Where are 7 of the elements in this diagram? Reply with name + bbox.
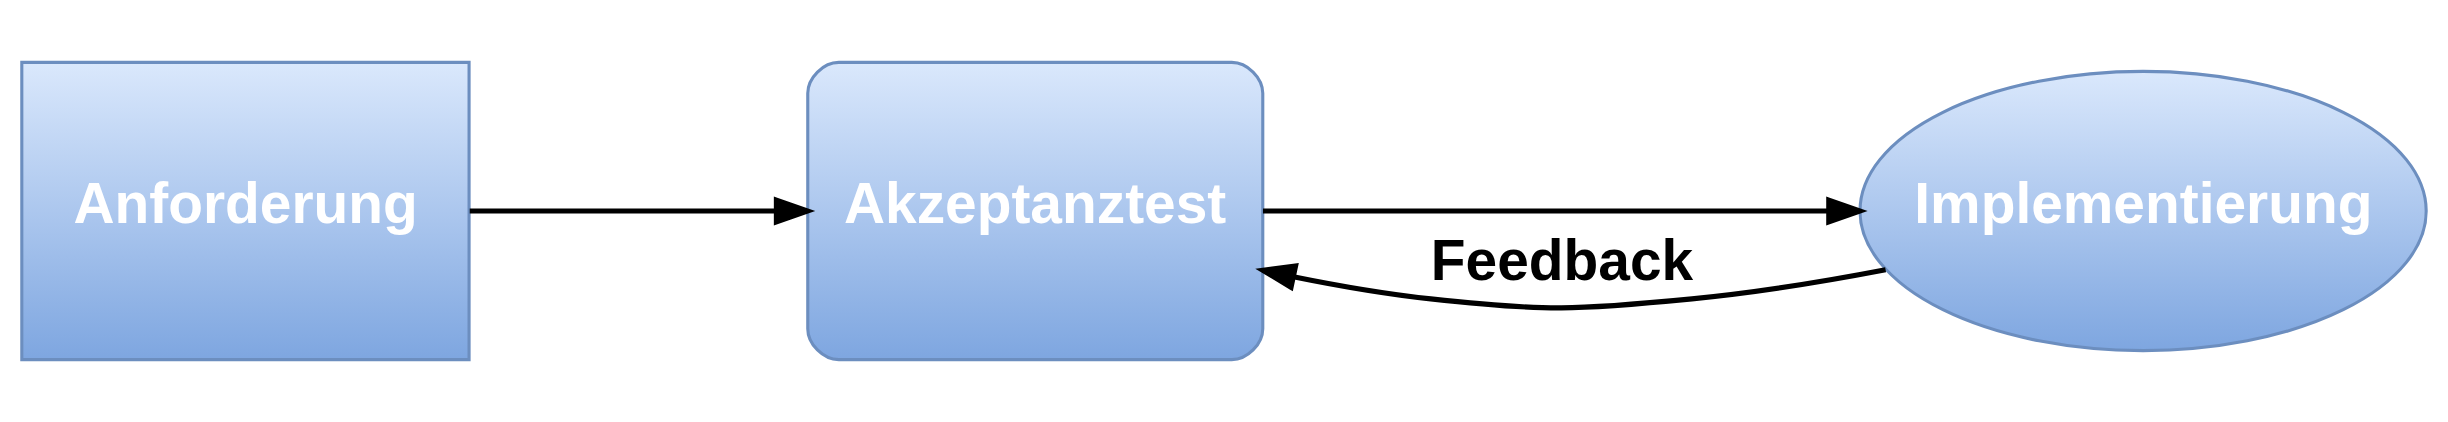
arrow	[1255, 263, 1887, 311]
node-box: Anforderung	[20, 60, 471, 362]
edge-label: Feedback	[1430, 228, 1694, 292]
node-ellipse: Implementierung	[1858, 69, 2428, 353]
node-box: Akzeptanztest	[806, 60, 1265, 362]
arrow	[469, 196, 816, 226]
arrow	[1263, 196, 1868, 226]
